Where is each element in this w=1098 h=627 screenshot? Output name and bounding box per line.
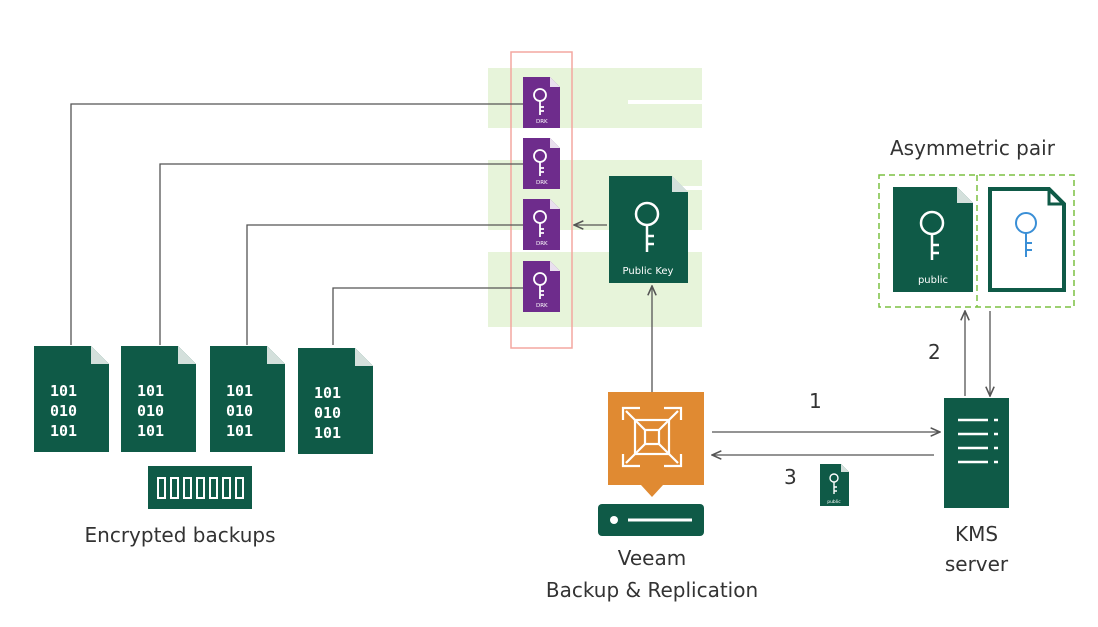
backup-file-icon: 101 010 101 bbox=[298, 348, 373, 454]
svg-text:010: 010 bbox=[137, 402, 164, 420]
svg-text:101: 101 bbox=[226, 382, 253, 400]
svg-text:101: 101 bbox=[137, 422, 164, 440]
encrypted-backups-label: Encrypted backups bbox=[84, 523, 276, 547]
svg-text:101: 101 bbox=[314, 424, 341, 442]
encrypted-backup-files: 101 010 101 101 010 101 101 010 101 101 … bbox=[34, 346, 373, 454]
svg-text:101: 101 bbox=[314, 384, 341, 402]
kms-label-line1: KMS bbox=[954, 522, 999, 546]
drk-key-icon: DRK bbox=[523, 261, 560, 312]
public-key-icon: Public Key bbox=[609, 176, 688, 283]
step-1-label: 1 bbox=[809, 389, 822, 413]
kms-server-icon bbox=[944, 398, 1009, 508]
svg-text:DRK: DRK bbox=[536, 119, 548, 125]
small-public-key-icon: public bbox=[820, 464, 849, 506]
asymmetric-private-key-icon bbox=[988, 187, 1066, 292]
veeam-label-line1: Veeam bbox=[617, 546, 687, 570]
svg-text:DRK: DRK bbox=[536, 241, 548, 247]
svg-text:public: public bbox=[918, 275, 948, 286]
backup-file-icon: 101 010 101 bbox=[210, 346, 285, 452]
drk-key-icons: DRK DRK DRK DRK bbox=[523, 77, 560, 312]
svg-text:DRK: DRK bbox=[536, 180, 548, 186]
svg-text:Public Key: Public Key bbox=[623, 266, 674, 277]
svg-text:101: 101 bbox=[226, 422, 253, 440]
svg-text:101: 101 bbox=[137, 382, 164, 400]
kms-label-line2: server bbox=[944, 552, 1009, 576]
veeam-server-icon bbox=[598, 392, 704, 536]
drk-outline-box bbox=[510, 51, 573, 349]
backup-storage-icon bbox=[148, 466, 252, 509]
asymmetric-pair-label: Asymmetric pair bbox=[890, 136, 1055, 160]
svg-text:101: 101 bbox=[50, 422, 77, 440]
svg-text:010: 010 bbox=[50, 402, 77, 420]
asymmetric-pair-box bbox=[878, 174, 1075, 308]
drk-key-icon: DRK bbox=[523, 199, 560, 250]
drk-key-icon: DRK bbox=[523, 77, 560, 128]
backup-file-icon: 101 010 101 bbox=[121, 346, 196, 452]
svg-text:DRK: DRK bbox=[536, 303, 548, 309]
svg-text:010: 010 bbox=[314, 404, 341, 422]
backup-connectors bbox=[70, 103, 523, 345]
step-3-label: 3 bbox=[784, 465, 797, 489]
backup-file-icon: 101 010 101 bbox=[34, 346, 109, 452]
svg-text:public: public bbox=[827, 499, 841, 505]
svg-text:010: 010 bbox=[226, 402, 253, 420]
asymmetric-public-key-icon: public bbox=[893, 187, 973, 292]
svg-text:101: 101 bbox=[50, 382, 77, 400]
drk-key-icon: DRK bbox=[523, 138, 560, 189]
veeam-label-line2: Backup & Replication bbox=[545, 578, 759, 602]
step-2-label: 2 bbox=[928, 340, 941, 364]
